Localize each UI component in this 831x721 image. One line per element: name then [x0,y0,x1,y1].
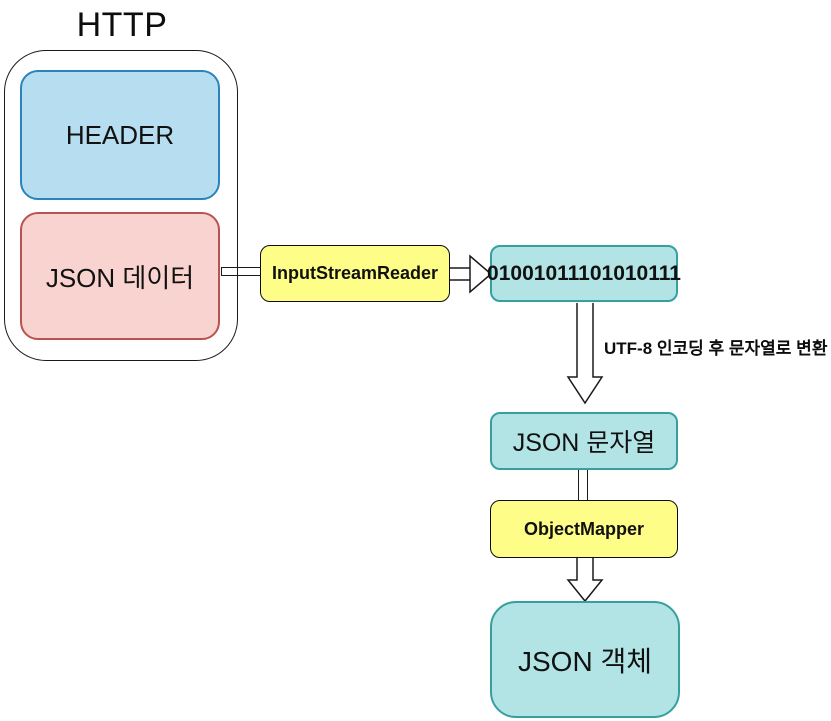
connector-json-data-to-reader [221,267,261,276]
arrow-mapper-to-json-object [566,558,604,603]
arrow-reader-to-binary [450,254,493,294]
json-string-box: JSON 문자열 [490,412,678,470]
http-group-container [4,50,238,361]
object-mapper-box: ObjectMapper [490,500,678,558]
arrow-binary-to-json-string [566,303,604,405]
connector-json-string-to-mapper [578,470,588,500]
header-box: HEADER [20,70,220,200]
utf8-annotation: UTF-8 인코딩 후 문자열로 변환 [604,339,828,358]
http-title: HTTP [76,5,168,44]
json-data-box: JSON 데이터 [20,212,220,340]
input-stream-reader-box: InputStreamReader [260,245,450,302]
json-object-box: JSON 객체 [490,601,680,718]
binary-box: 01001011101010111 [487,245,681,302]
